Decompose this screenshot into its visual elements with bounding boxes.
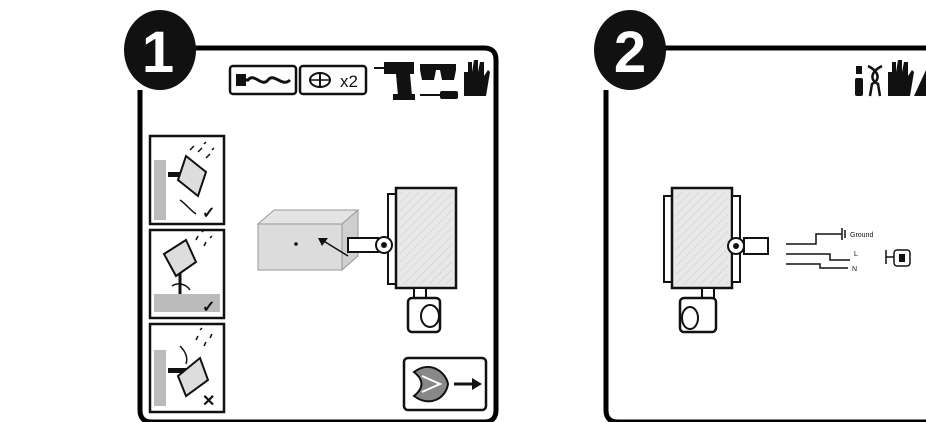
screw-count: x2: [340, 72, 358, 91]
step-1-frame: [137, 45, 499, 422]
step-1-badge: [124, 10, 196, 90]
ground-symbol-icon: [841, 228, 846, 240]
wall-mount-angled-icon: [168, 141, 215, 215]
live-wire: [786, 253, 850, 261]
drill-bit-icon: [228, 64, 298, 96]
step-2-badge: [594, 10, 666, 90]
neutral-wire: [786, 263, 848, 269]
step-1-tools: x2: [228, 60, 490, 100]
step-1-number: 1: [142, 20, 174, 85]
pliers-icon: [867, 64, 883, 97]
floodlight-fixture-2: [663, 186, 769, 334]
orientation-option-2: ✓: [148, 228, 226, 320]
junction-box-icon: [885, 249, 911, 267]
pole-mount-icon: [162, 229, 213, 294]
wall-bracket: [347, 237, 379, 253]
step-1-panel: 1 x2: [124, 10, 499, 422]
warning-icon: [914, 70, 926, 96]
step-2-tools: [855, 60, 926, 97]
ground-wire: [786, 233, 842, 245]
step-2-frame: [603, 45, 926, 422]
orientation-option-3-status: ✕: [202, 393, 215, 410]
floodlight-fixture: [347, 186, 458, 334]
upside-down-mount-icon: [168, 327, 213, 398]
screwdriver-icon: [420, 91, 458, 99]
wall-block: [256, 208, 360, 272]
gloves-icon: [464, 60, 490, 96]
screw-icon: [309, 72, 331, 88]
step-2-panel: 2: [594, 10, 926, 422]
orientation-option-1: ✓: [148, 134, 226, 226]
sensor-icon: [420, 304, 440, 328]
gloves-icon: [888, 60, 914, 96]
orientation-option-1-status: ✓: [202, 205, 215, 222]
safety-glasses-icon: [420, 64, 456, 80]
step-2-number: 2: [614, 20, 646, 85]
live-label: L: [854, 251, 858, 258]
screwdriver-icon: [855, 66, 863, 96]
arrow-right-icon: [454, 378, 482, 390]
orientation-option-3: ✕: [148, 322, 226, 414]
neutral-label: N: [852, 266, 857, 273]
wiring-diagram: Ground L N: [786, 228, 911, 273]
orientation-option-2-status: ✓: [202, 299, 215, 316]
ground-label: Ground: [850, 232, 873, 239]
drill-icon: [374, 62, 415, 100]
cable-direction-box: [402, 356, 488, 412]
orientation-options: ✓ ✓: [148, 134, 226, 414]
sensor-icon-2: [681, 306, 699, 330]
